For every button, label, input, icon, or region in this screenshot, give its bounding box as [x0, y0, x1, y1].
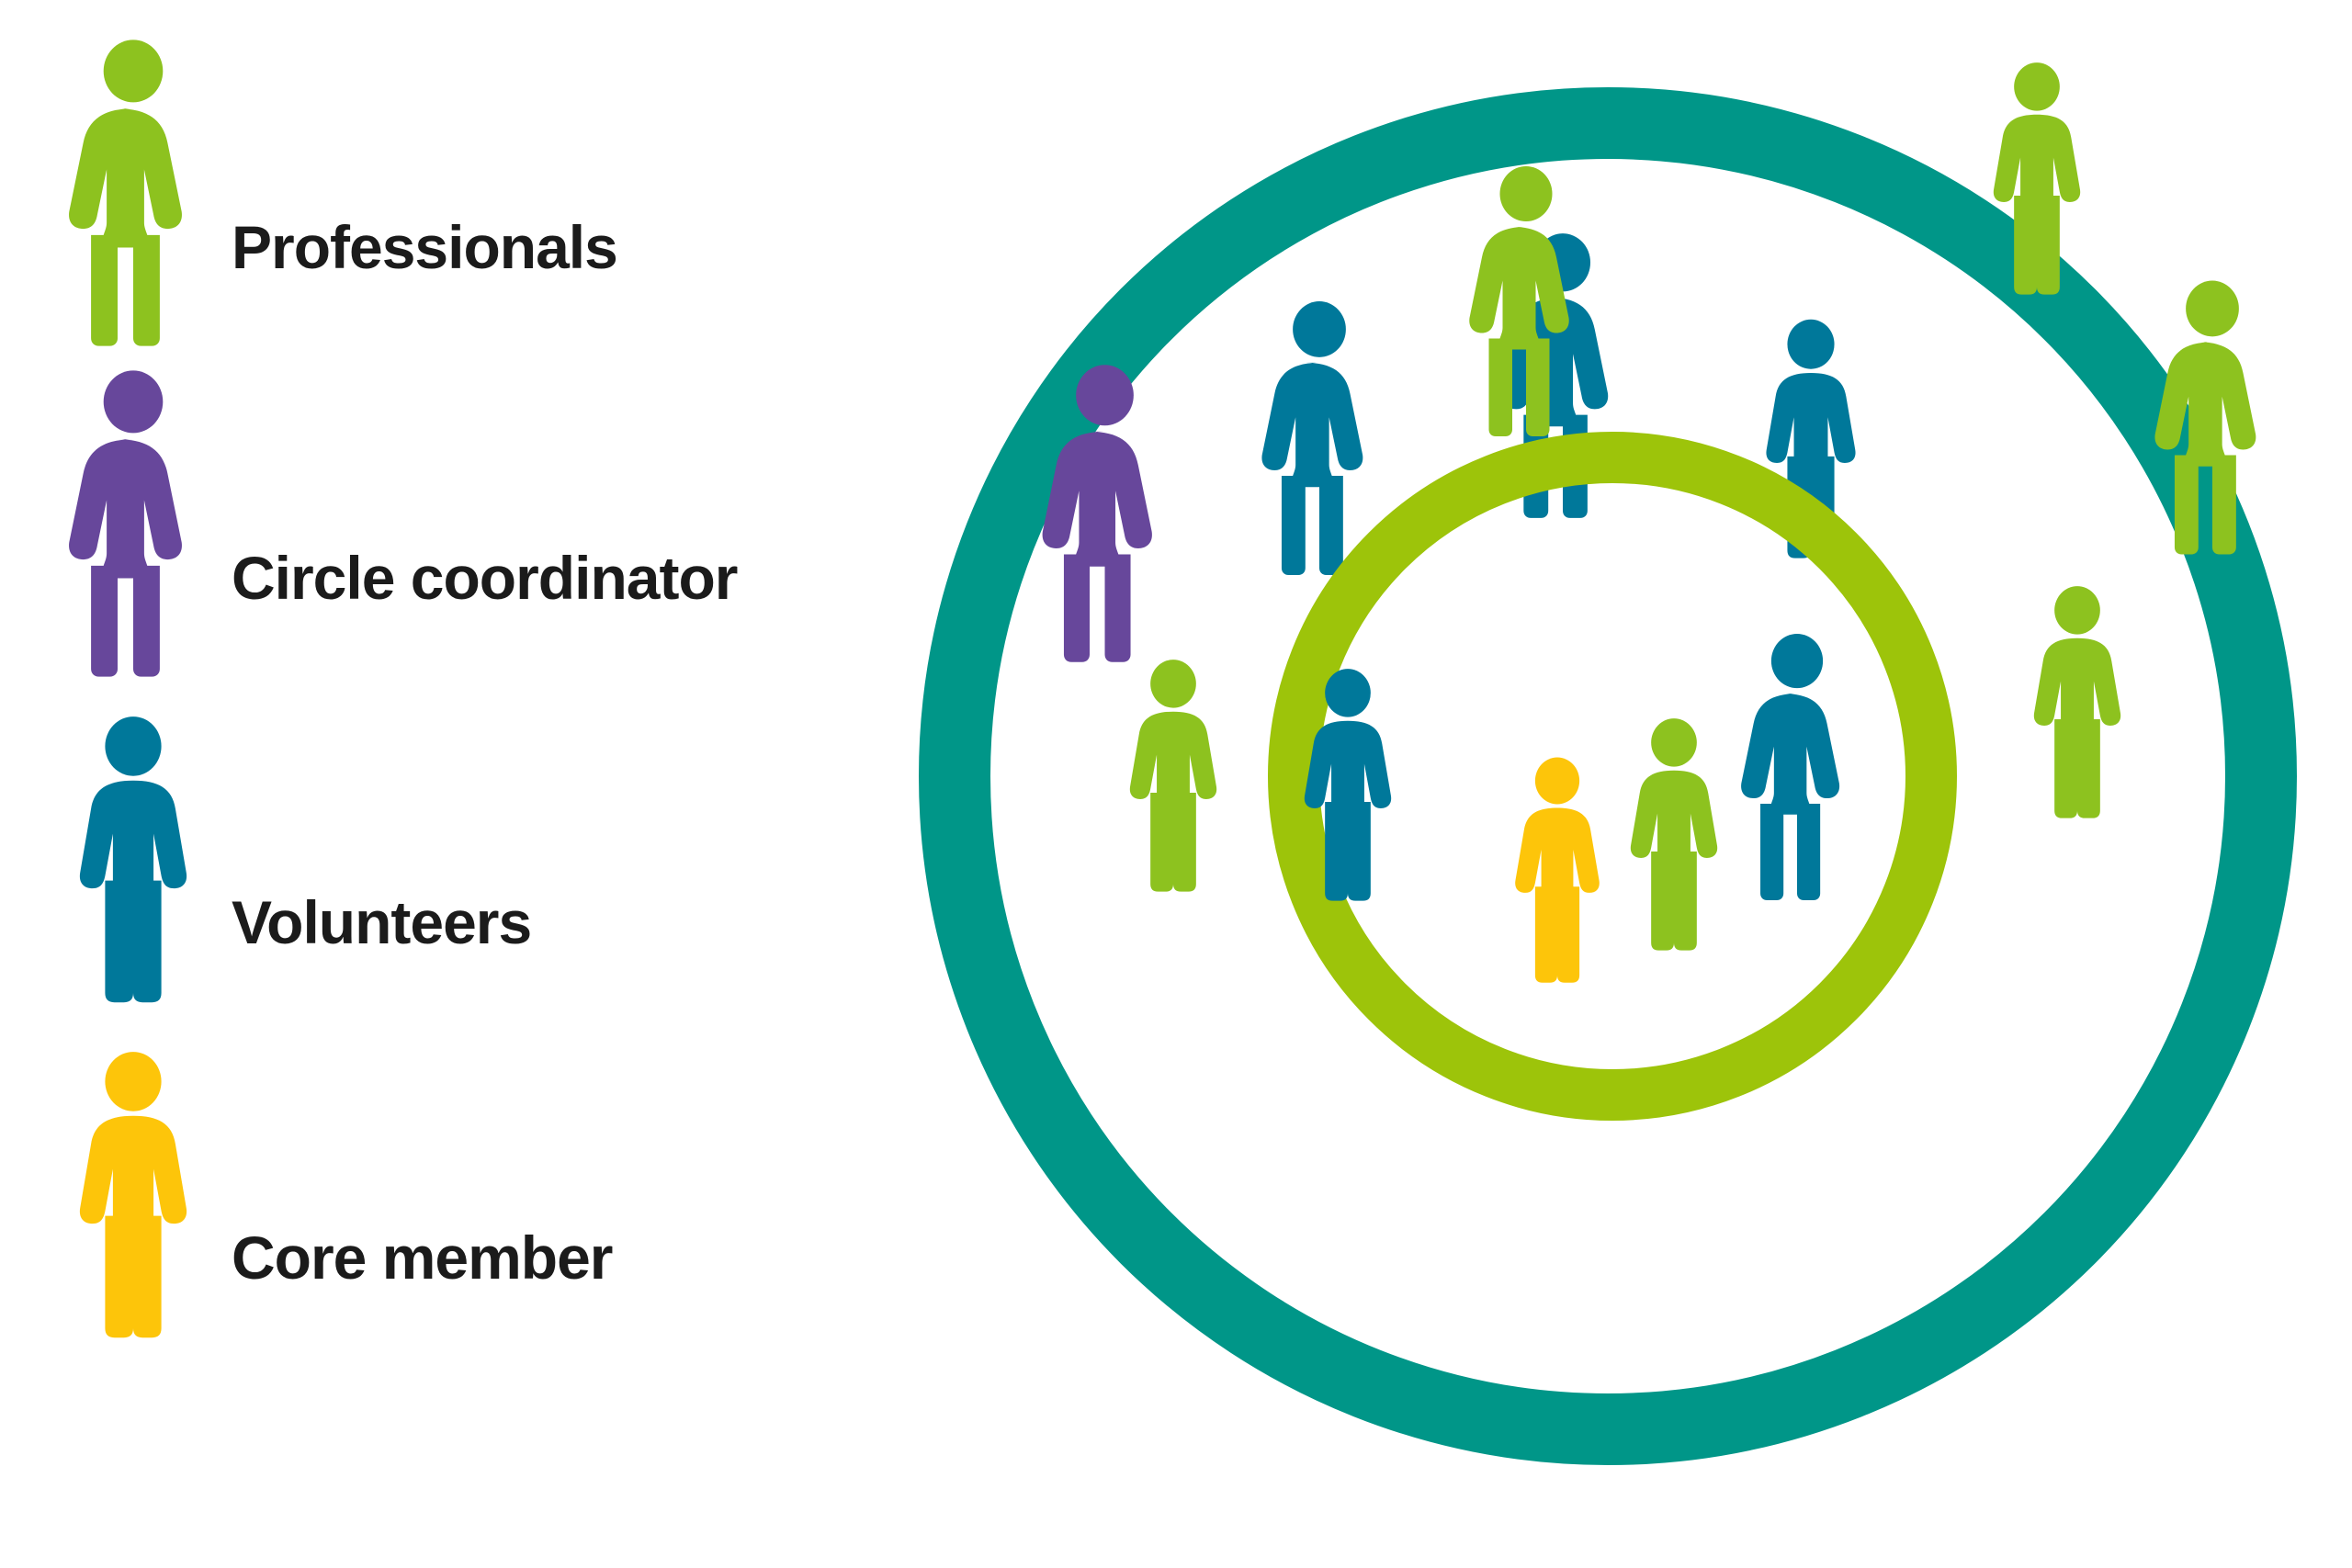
professional-bottom-outer	[1611, 682, 1737, 1001]
volunteer-top-left	[1250, 272, 1389, 604]
legend-label-volunteers: Volunteers	[232, 888, 532, 956]
core-member-center	[1496, 718, 1619, 1035]
legend-label-professionals: Professionals	[232, 213, 618, 281]
professional-bottom-left	[1110, 623, 1237, 942]
circle-coordinator-legend-figure-icon	[55, 367, 211, 677]
volunteer-inner-right	[1729, 603, 1865, 931]
professional-right-lower	[2014, 549, 2141, 869]
volunteer-inner-left	[1284, 632, 1411, 952]
volunteers-legend-figure-icon	[55, 712, 211, 1015]
legend-item-professionals: Professionals	[55, 37, 618, 346]
legend-item-core-member: Core member	[55, 1047, 613, 1350]
legend-label-core-member: Core member	[232, 1224, 613, 1292]
legend-label-circle-coordinator: Circle coordinator	[232, 544, 738, 612]
professionals-legend-figure-icon	[55, 37, 211, 346]
circles-stage	[882, 0, 2352, 1568]
legend-item-circle-coordinator: Circle coordinator	[55, 367, 738, 677]
professional-right-outer	[2143, 250, 2282, 585]
professional-top-left-outer	[1457, 136, 1595, 467]
circle-coordinator-left	[1029, 338, 1181, 689]
professional-top-right-outer	[1973, 26, 2100, 345]
legend: Professionals Circle coordinator	[0, 0, 882, 1568]
core-member-legend-figure-icon	[55, 1047, 211, 1350]
legend-item-volunteers: Volunteers	[55, 712, 532, 1015]
